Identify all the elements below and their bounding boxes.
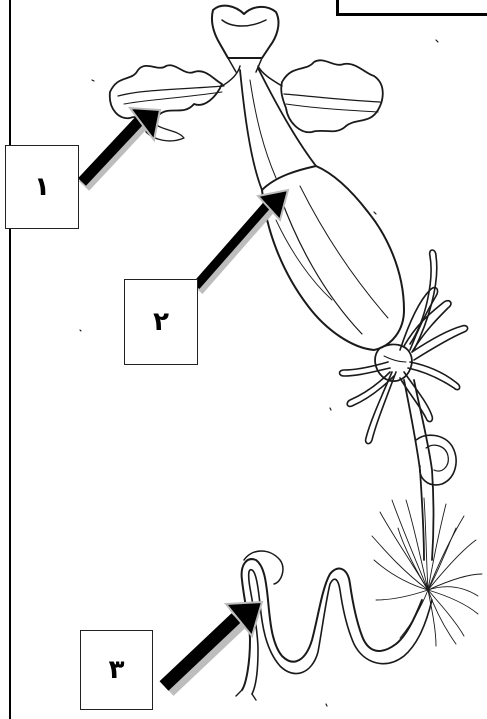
hindgut bbox=[236, 551, 432, 700]
arrow-2 bbox=[196, 190, 288, 290]
arrow-1 bbox=[82, 108, 160, 190]
label-box-1: ١ bbox=[5, 145, 79, 229]
label-2-text: ٢ bbox=[153, 307, 169, 337]
midgut bbox=[404, 380, 456, 560]
right-salivary-gland bbox=[281, 60, 383, 132]
label-box-2: ٢ bbox=[124, 279, 198, 365]
head-part bbox=[212, 6, 279, 72]
label-box-3: ٣ bbox=[80, 630, 153, 710]
label-1-text: ١ bbox=[34, 172, 50, 202]
esophagus bbox=[240, 68, 316, 190]
label-3-text: ٣ bbox=[109, 655, 125, 685]
malpighian-tubules bbox=[372, 498, 482, 646]
salivary-duct bbox=[222, 66, 282, 86]
